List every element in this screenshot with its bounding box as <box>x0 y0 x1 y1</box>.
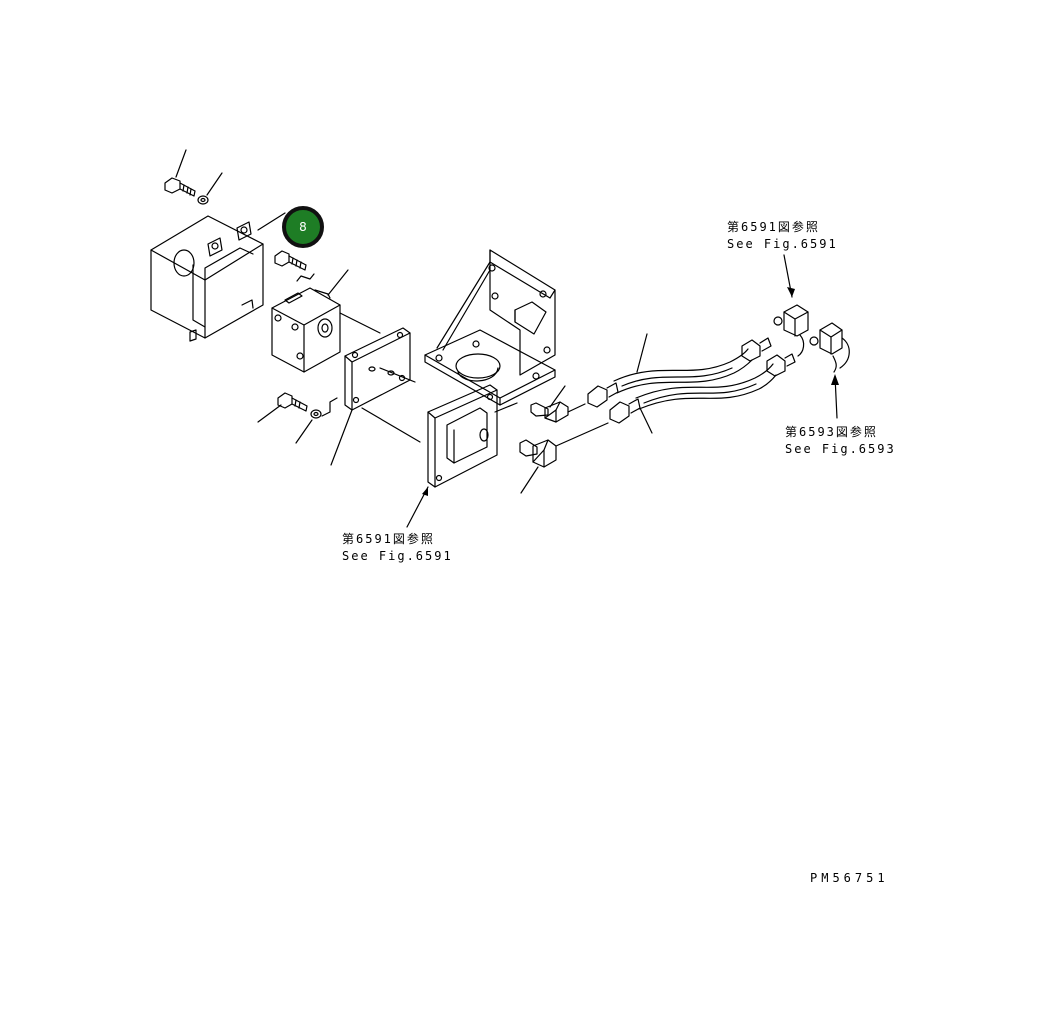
arrow-head <box>422 487 428 496</box>
reference-label-jp: 第6593図参照 <box>785 425 878 439</box>
leader-line <box>257 212 286 231</box>
reference-label-en: See Fig.6591 <box>342 549 453 563</box>
arrow-head <box>831 374 839 385</box>
arrow-head <box>787 287 795 297</box>
fitting-right-lower <box>809 322 850 373</box>
leader-line <box>567 403 586 413</box>
leader-line <box>339 312 381 334</box>
elbow-fitting-lower <box>519 439 557 468</box>
hydraulic-pump <box>271 287 341 373</box>
leader-line <box>206 172 223 196</box>
leader-line <box>330 409 353 466</box>
elbow-fitting-upper <box>530 401 569 423</box>
reference-label-en: See Fig.6591 <box>727 237 838 251</box>
main-bracket <box>424 249 556 488</box>
hose-upper <box>587 337 772 408</box>
leader-line <box>555 422 609 447</box>
mounting-plate <box>344 327 416 411</box>
drawing-number: PM56751 <box>810 871 889 885</box>
leader-line <box>295 419 313 444</box>
leader-line <box>494 402 518 413</box>
hose-lower <box>609 353 796 424</box>
leader-line <box>361 407 421 443</box>
bolt-top <box>164 177 196 197</box>
bolt-lower <box>277 392 308 412</box>
leader-line <box>549 385 566 408</box>
bolt-middle <box>274 250 307 271</box>
leader-line <box>175 149 187 178</box>
leader-line <box>296 273 315 282</box>
fitting-right-upper <box>773 304 809 357</box>
leader-line <box>520 466 539 494</box>
cover-box <box>150 215 264 342</box>
leader-line <box>327 269 349 296</box>
reference-label-jp: 第6591図参照 <box>727 220 820 234</box>
leader-line <box>257 404 282 423</box>
reference-label-en: See Fig.6593 <box>785 442 896 456</box>
leader-line <box>639 407 653 434</box>
washer-lower <box>310 409 322 419</box>
leader-line <box>321 397 338 417</box>
washer-top <box>197 195 209 205</box>
leader-line <box>636 333 648 373</box>
reference-label-jp: 第6591図参照 <box>342 532 435 546</box>
callout-badge[interactable]: 8 <box>282 206 324 248</box>
callout-number: 8 <box>299 220 307 234</box>
